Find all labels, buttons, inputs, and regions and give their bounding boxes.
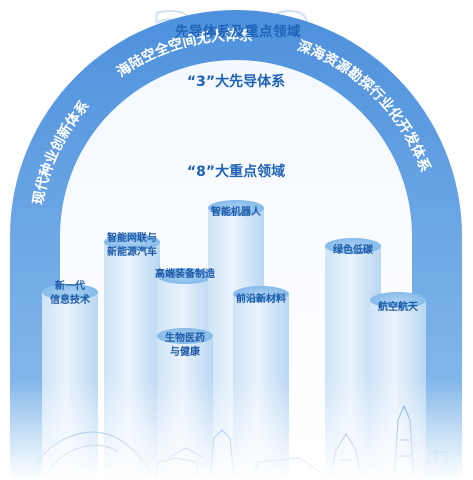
field-label-4-line2: 与健康	[170, 347, 200, 358]
field-label-2-line1: 智能网联与	[107, 233, 157, 244]
field-label-6-line1: 前沿新材料	[236, 294, 286, 305]
three-systems-heading: “3”大先导体系	[187, 73, 285, 90]
field-label-5-line1: 智能机器人	[211, 207, 261, 218]
field-label-8: 航空航天	[370, 301, 426, 315]
field-label-6: 前沿新材料	[229, 293, 293, 307]
field-label-8-line1: 航空航天	[378, 302, 418, 313]
field-label-2-line2: 新能源汽车	[107, 247, 157, 258]
field-label-7: 绿色低碳	[325, 244, 381, 258]
field-label-3: 高端装备制造	[153, 268, 217, 282]
field-label-1-line1: 新一代	[55, 281, 85, 292]
bottom-fade	[0, 380, 473, 480]
field-label-1: 新一代 信息技术	[42, 280, 98, 308]
field-label-7-line1: 绿色低碳	[333, 245, 373, 256]
field-label-1-line2: 信息技术	[50, 295, 90, 306]
field-label-5: 智能机器人	[204, 206, 268, 220]
field-label-4-line1: 生物医药	[165, 333, 205, 344]
page-title: 先导体系及重点领域	[175, 24, 301, 40]
field-label-4: 生物医药 与健康	[157, 332, 213, 360]
eight-fields-heading: “8”大重点领域	[187, 163, 285, 180]
field-label-3-line1: 高端装备制造	[155, 269, 215, 280]
field-label-2: 智能网联与 新能源汽车	[100, 232, 164, 260]
